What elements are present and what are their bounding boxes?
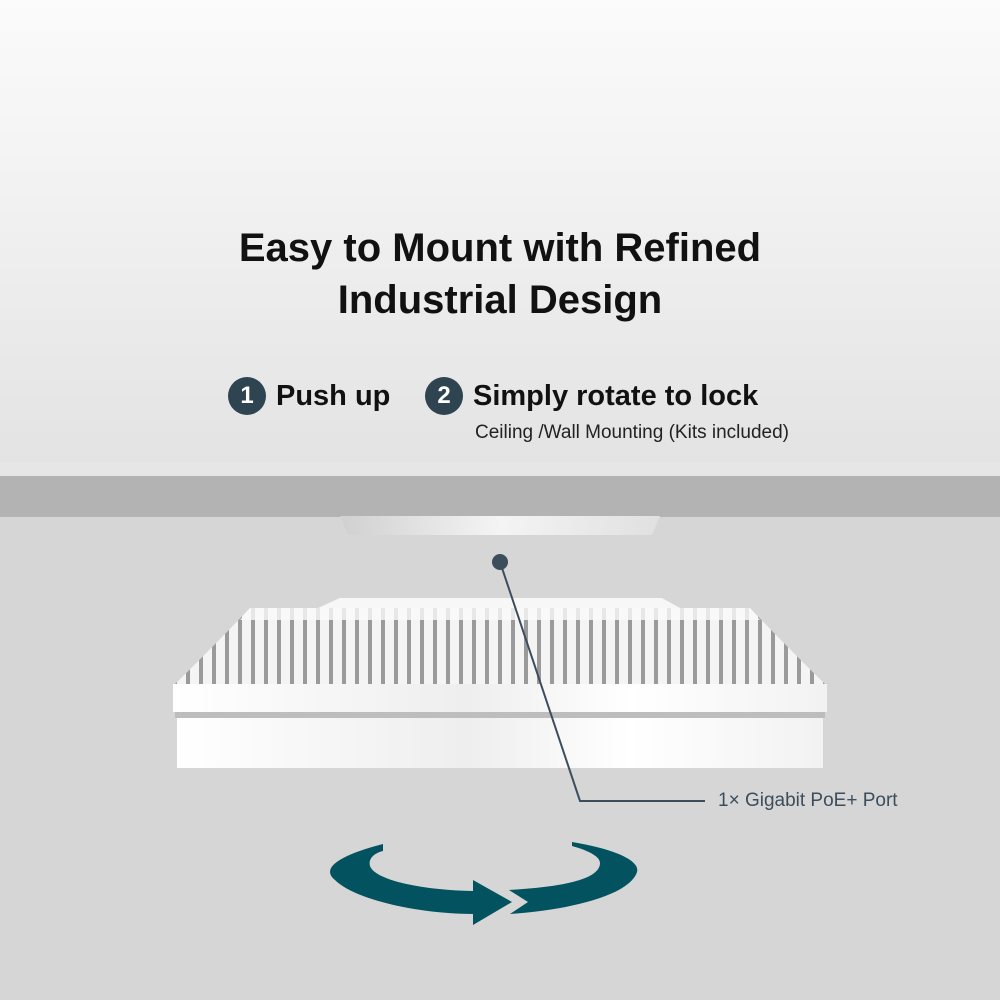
headline-line-1: Easy to Mount with Refined	[238, 226, 762, 270]
step-label: Push up	[276, 379, 391, 412]
mounting-plate	[340, 516, 660, 535]
device-top	[318, 598, 680, 608]
headline-line-2: Industrial Design	[337, 278, 663, 322]
rotate-arrow-icon	[330, 842, 638, 925]
device-base	[177, 718, 823, 768]
ceiling	[0, 476, 1000, 517]
step-label: Simply rotate to lock	[473, 379, 759, 412]
device-rim	[173, 684, 827, 712]
step-2: 2 Simply rotate to lock	[425, 377, 758, 415]
poe-port-callout: 1× Gigabit PoE+ Port	[718, 790, 898, 811]
background-top	[0, 0, 1000, 462]
step-1: 1 Push up	[228, 377, 390, 415]
ceiling-edge	[0, 462, 1000, 476]
step-number-badge: 2	[425, 377, 463, 415]
headline: Easy to Mount with Refined Industrial De…	[0, 222, 1000, 326]
callout-line	[499, 561, 705, 802]
device-vents	[173, 608, 827, 686]
mounting-subtitle: Ceiling /Wall Mounting (Kits included)	[475, 422, 789, 443]
step-number-badge: 1	[228, 377, 266, 415]
